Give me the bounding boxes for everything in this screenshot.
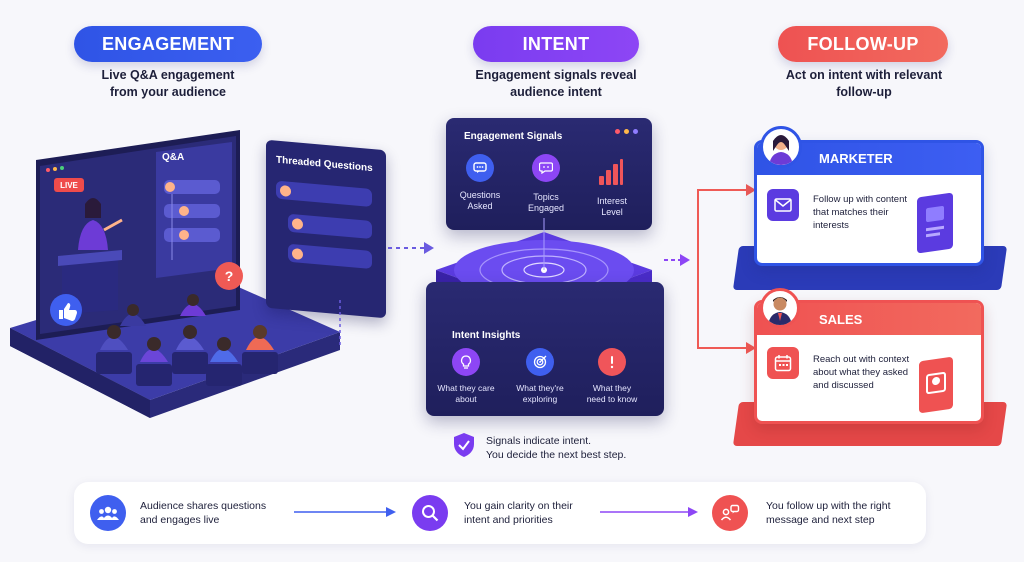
contact-card-icon (919, 356, 953, 414)
shield-icon (452, 432, 476, 458)
signal-questions-label: Questions Asked (452, 190, 508, 212)
question-mark-text: ? (225, 268, 234, 284)
threaded-questions-title: Threaded Questions (276, 154, 373, 175)
sales-text: Reach out with context about what they a… (813, 353, 925, 392)
chat-bubble-icon (532, 154, 560, 182)
insight-care-label: What they care about (432, 383, 500, 405)
search-icon (412, 495, 448, 531)
marketer-avatar (760, 126, 802, 168)
bottom-summary-bar (74, 482, 926, 544)
insight-label-line2: need to know (586, 394, 638, 404)
followup-subtitle-line1: Act on intent with relevant (785, 68, 943, 82)
sales-text-line1: Reach out with context (813, 354, 910, 365)
bottom-arrow-1 (294, 507, 396, 517)
marketer-text: Follow up with content that matches thei… (813, 193, 923, 232)
engagement-illustration: ? (10, 130, 340, 418)
qa-label: Q&A (162, 152, 185, 163)
signal-interest-label: Interest Level (584, 196, 640, 218)
engagement-signals-panel: Engagement Signals Questions Asked Topic… (446, 118, 652, 230)
insight-need-label: What they need to know (578, 383, 646, 405)
avatar (292, 248, 303, 260)
insight-label-line2: exploring (522, 394, 558, 404)
bottom-arrow-2 (600, 507, 698, 517)
signal-label-line1: Questions (459, 190, 501, 200)
insight-label-line1: What they care (437, 383, 495, 393)
calendar-icon (767, 347, 799, 379)
intent-note-line1: Signals indicate intent. (486, 435, 592, 447)
live-badge: LIVE (54, 178, 84, 192)
insight-label-line1: What they're (516, 383, 564, 393)
marketer-text-line2: that matches their (813, 207, 889, 218)
branch-connector (697, 184, 756, 354)
arrow-engagement-to-intent (388, 242, 434, 254)
target-icon (526, 348, 554, 376)
bar-chart-icon (598, 158, 624, 186)
mail-icon (767, 189, 799, 221)
engagement-subtitle-line2: from your audience (110, 85, 226, 99)
chat-icon (466, 154, 494, 182)
engagement-signals-title: Engagement Signals (464, 131, 563, 142)
engagement-subtitle-line1: Live Q&A engagement (101, 68, 235, 82)
intent-insights-title: Intent Insights (452, 330, 521, 341)
marketer-card: MARKETER Follow up with content that mat… (754, 140, 984, 266)
followup-subtitle: Act on intent with relevant follow-up (762, 67, 966, 101)
followup-subtitle-line2: follow-up (836, 85, 892, 99)
insight-exploring-label: What they're exploring (506, 383, 574, 405)
engagement-subtitle: Live Q&A engagement from your audience (68, 67, 268, 101)
sales-text-line3: and discussed (813, 380, 874, 391)
intent-note-line2: You decide the next best step. (486, 449, 627, 461)
step-text-line1: You follow up with the right (766, 500, 891, 512)
sales-avatar (760, 288, 800, 328)
people-icon (90, 495, 126, 531)
step-text-line2: intent and priorities (464, 514, 553, 526)
question-bubble-icon (215, 262, 243, 290)
signal-label-line2: Asked (467, 201, 493, 211)
intent-subtitle-line1: Engagement signals reveal (475, 68, 637, 82)
marketer-label: MARKETER (819, 151, 893, 166)
follow-up-icon (712, 495, 748, 531)
intent-note: Signals indicate intent. You decide the … (486, 434, 626, 462)
marketer-text-line1: Follow up with content (813, 194, 907, 205)
threaded-questions-panel: Threaded Questions (266, 139, 386, 319)
window-dots (615, 129, 638, 134)
sales-label: SALES (819, 312, 863, 327)
step-text-line2: message and next step (766, 514, 875, 526)
engagement-header: ENGAGEMENT (74, 26, 262, 62)
arrow-intent-to-followup (664, 254, 690, 266)
signal-label-line1: Interest (596, 196, 627, 206)
avatar (280, 184, 291, 197)
insight-label-line1: What they (592, 383, 632, 393)
live-badge-text: LIVE (60, 180, 78, 190)
intent-subtitle: Engagement signals reveal audience inten… (456, 67, 656, 101)
avatar (292, 218, 303, 230)
step-text-line2: and engages live (140, 514, 220, 526)
sales-text-line2: about what they asked (813, 367, 909, 378)
signal-topics-label: Topics Engaged (518, 192, 574, 214)
step3-text: You follow up with the right message and… (766, 499, 891, 527)
signal-label-line1: Topics (533, 192, 559, 202)
lightbulb-icon (452, 348, 480, 376)
step1-text: Audience shares questions and engages li… (140, 499, 266, 527)
connector-dashed (339, 300, 341, 348)
step2-text: You gain clarity on their intent and pri… (464, 499, 573, 527)
signal-label-line2: Engaged (527, 203, 565, 213)
intent-subtitle-line2: audience intent (510, 85, 602, 99)
exclamation-icon (598, 348, 626, 376)
step-text-line1: Audience shares questions (140, 500, 267, 512)
step-text-line1: You gain clarity on their (464, 500, 573, 512)
audience (96, 294, 278, 386)
followup-header: FOLLOW-UP (778, 26, 948, 62)
signal-label-line2: Level (601, 207, 623, 217)
marketer-text-line3: interests (813, 220, 849, 231)
content-doc-icon (917, 192, 953, 254)
intent-header: INTENT (473, 26, 639, 62)
insight-label-line2: about (455, 394, 477, 404)
intent-insights-panel: Intent Insights What they care about Wha… (426, 282, 664, 416)
